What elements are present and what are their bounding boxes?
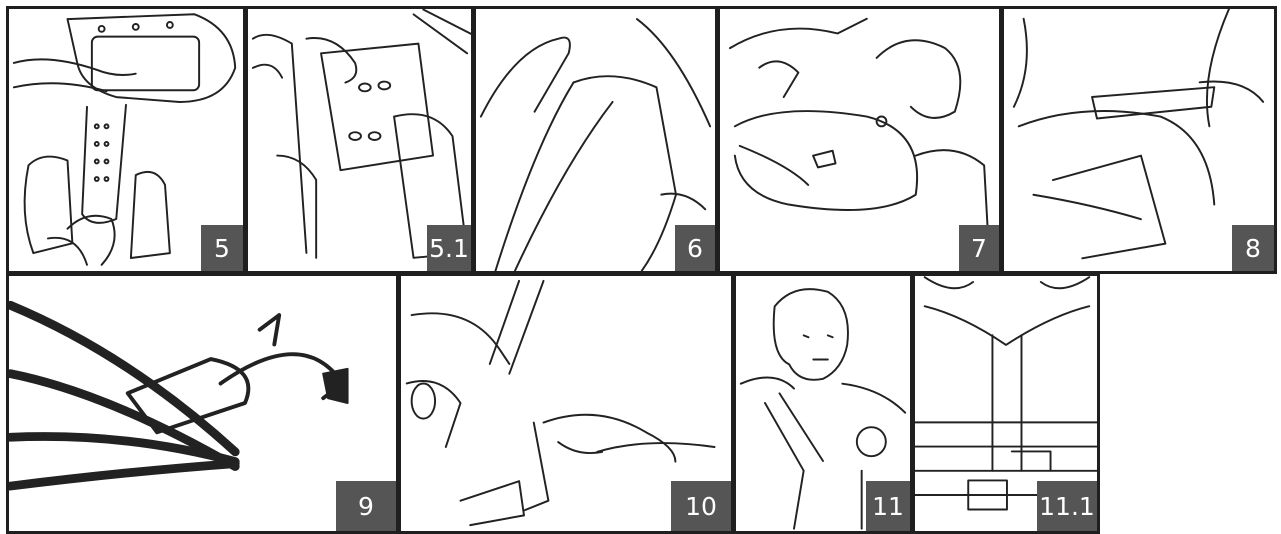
step-8-panel: 8 xyxy=(1001,6,1277,274)
step-label-badge: 11.1 xyxy=(1037,481,1097,531)
step-10-panel: 10 xyxy=(398,273,734,534)
step-7-panel: 7 xyxy=(717,6,1002,274)
step-label-badge: 6 xyxy=(675,225,715,271)
step-11-panel: 11 xyxy=(733,273,913,534)
step-5-1-panel: 5.1 xyxy=(245,6,474,274)
step-11-1-panel: 11.1 xyxy=(912,273,1100,534)
step-6-panel: 6 xyxy=(473,6,718,274)
step-label-badge: 8 xyxy=(1232,225,1274,271)
step-label-badge: 11 xyxy=(866,481,910,531)
step-label-badge: 9 xyxy=(336,481,396,531)
step-5-panel: 5 xyxy=(6,6,246,274)
step-label-badge: 7 xyxy=(959,225,999,271)
step-9-panel: 9 xyxy=(6,273,399,534)
brace-buckle-fastening-illustration xyxy=(720,9,999,271)
step-label-badge: 5 xyxy=(201,225,243,271)
step-label-badge: 5.1 xyxy=(427,225,471,271)
step-label-badge: 10 xyxy=(671,481,731,531)
